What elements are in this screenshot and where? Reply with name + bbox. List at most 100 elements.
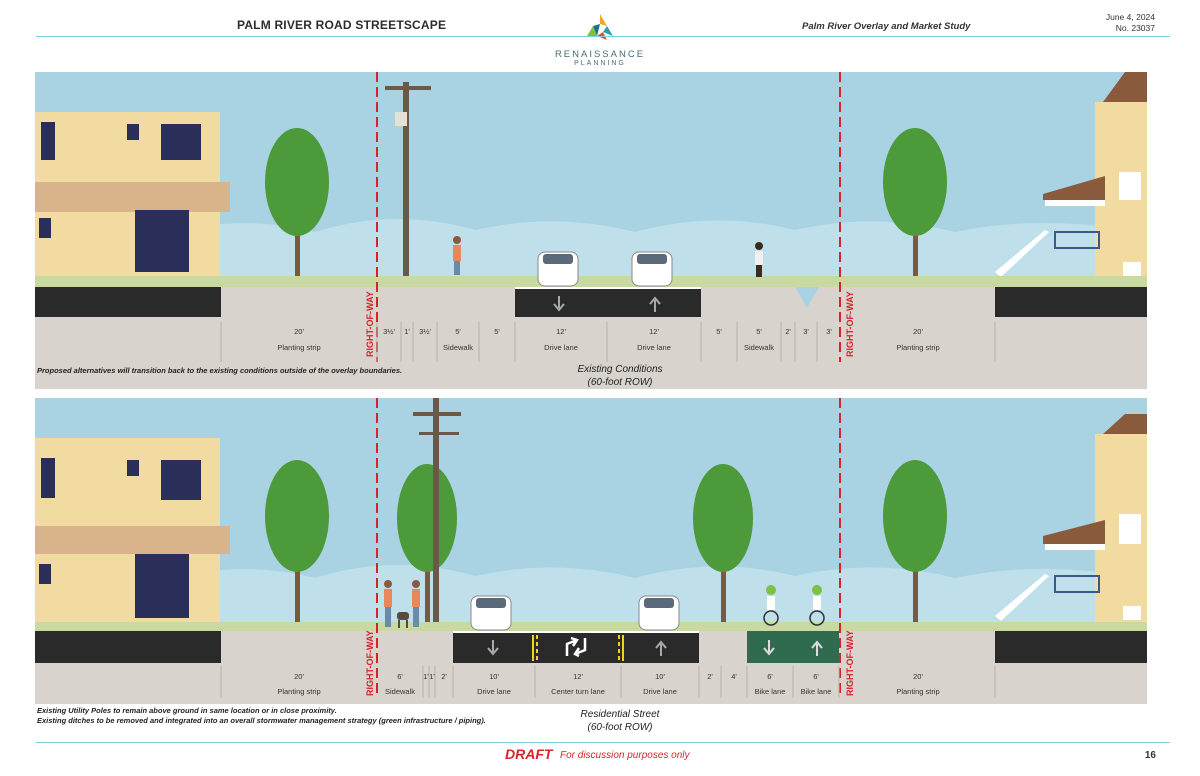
lane-label: Drive lane [477, 687, 511, 696]
dim-label: 12' [649, 327, 659, 336]
dim-label: 3' [803, 327, 809, 336]
proposed-notes: Existing Utility Poles to remain above g… [37, 706, 486, 726]
row-label-right: RIGHT-OF-WAY [845, 291, 855, 357]
residential-cross-section-diagram: RIGHT-OF-WAY RIGHT-OF-WAY 20' 6' 1' 1' 2… [35, 398, 1147, 704]
proposed-caption-row: (60-foot ROW) [587, 722, 653, 733]
tree-icon [265, 460, 329, 631]
row-label-right: RIGHT-OF-WAY [845, 630, 855, 696]
tree-icon [693, 464, 753, 631]
lane-label: Planting strip [896, 343, 939, 352]
dim-label: 3' [826, 327, 832, 336]
page-number: 16 [1144, 750, 1156, 761]
down-arrow-icon [487, 640, 499, 656]
pedestrian-icon [384, 580, 392, 627]
draft-note: For discussion purposes only [560, 750, 690, 761]
project-number: No. 23037 [1115, 23, 1155, 33]
proposed-note-2: Existing ditches to be removed and integ… [37, 716, 486, 725]
car-icon [631, 251, 673, 287]
draft-label: DRAFT [505, 746, 553, 762]
proposed-note-1: Existing Utility Poles to remain above g… [37, 706, 337, 715]
dim-label: 12' [556, 327, 566, 336]
dim-label: 20' [294, 327, 304, 336]
dim-label: 6' [767, 672, 773, 681]
dim-label: 4' [731, 672, 737, 681]
dim-label: 20' [294, 672, 304, 681]
header-date-block: June 4, 2024 No. 23037 [1106, 12, 1155, 34]
header-divider [36, 36, 1170, 37]
proposed-roadway [453, 633, 699, 663]
tree-icon [397, 464, 457, 631]
turn-arrows-icon [565, 636, 587, 658]
lane-label: Planting strip [277, 687, 320, 696]
proposed-caption: Residential Street (60-foot ROW) [535, 708, 705, 734]
cyclist-icon [763, 585, 779, 626]
tree-left-icon [265, 128, 329, 287]
dim-label: 1' [404, 327, 410, 336]
existing-conditions-section: RIGHT-OF-WAY RIGHT-OF-WAY 20' 3½' 1' 3½'… [35, 72, 1147, 389]
pedestrian-icon [755, 242, 763, 277]
dim-label: 20' [913, 672, 923, 681]
existing-caption-title: Existing Conditions [577, 364, 663, 375]
lane-label: Drive lane [544, 343, 578, 352]
utility-pole-icon [413, 398, 461, 631]
dim-label: 2' [707, 672, 713, 681]
dim-label: 5' [494, 327, 500, 336]
logo-mark-icon [587, 14, 613, 40]
existing-note: Proposed alternatives will transition ba… [37, 366, 403, 375]
lane-label: Planting strip [277, 343, 320, 352]
lane-label: Sidewalk [385, 687, 415, 696]
dim-label: 20' [913, 327, 923, 336]
proposed-caption-title: Residential Street [580, 709, 660, 720]
lane-label: Bike lane [755, 687, 786, 696]
down-arrow-icon [763, 640, 775, 656]
footer-divider [36, 742, 1170, 743]
header-date: June 4, 2024 [1105, 12, 1155, 22]
study-title: Palm River Overlay and Market Study [802, 21, 971, 32]
row-label-left: RIGHT-OF-WAY [365, 630, 375, 696]
dim-label: 1' [429, 672, 435, 681]
lane-label: Drive lane [643, 687, 677, 696]
dim-label: 2' [441, 672, 447, 681]
lane-label: Center turn lane [551, 687, 605, 696]
lane-label: Drive lane [637, 343, 671, 352]
lane-label: Bike lane [801, 687, 832, 696]
car-icon [638, 595, 680, 631]
lane-label: Planting strip [896, 687, 939, 696]
dim-label: 6' [397, 672, 403, 681]
lane-label: Sidewalk [443, 343, 473, 352]
logo-name: RENAISSANCE [554, 49, 646, 60]
dim-label: 10' [655, 672, 665, 681]
car-icon [537, 251, 579, 287]
up-arrow-icon [811, 640, 823, 656]
down-arrow-icon [553, 296, 565, 312]
existing-caption-row: (60-foot ROW) [587, 377, 653, 388]
bike-lanes [747, 631, 839, 663]
tree-icon [883, 460, 947, 631]
dim-label: 5' [455, 327, 461, 336]
utility-pole-icon [385, 82, 431, 287]
dim-label: 3½' [383, 327, 395, 336]
existing-cross-section-diagram: RIGHT-OF-WAY RIGHT-OF-WAY 20' 3½' 1' 3½'… [35, 72, 1147, 389]
dim-label: 5' [716, 327, 722, 336]
residential-street-section: RIGHT-OF-WAY RIGHT-OF-WAY 20' 6' 1' 1' 2… [35, 398, 1147, 704]
dim-label: 3½' [419, 327, 431, 336]
pedestrian-icon [453, 236, 461, 275]
row-label-left: RIGHT-OF-WAY [365, 291, 375, 357]
renaissance-logo: RENAISSANCE PLANNING [552, 12, 648, 68]
lane-label: Sidewalk [744, 343, 774, 352]
dim-label: 6' [813, 672, 819, 681]
up-arrow-icon [649, 296, 661, 312]
dog-icon [397, 612, 409, 628]
logo-sub: PLANNING [574, 60, 626, 67]
dim-label: 1' [423, 672, 429, 681]
existing-caption: Existing Conditions (60-foot ROW) [540, 363, 700, 389]
dim-label: 10' [489, 672, 499, 681]
dim-label: 5' [756, 327, 762, 336]
cyclist-icon [809, 585, 825, 626]
pedestrian-icon [412, 580, 420, 627]
up-arrow-icon [655, 640, 667, 656]
dim-label: 12' [573, 672, 583, 681]
dim-label: 2' [785, 327, 791, 336]
tree-right-icon [883, 128, 947, 287]
car-icon [470, 595, 512, 631]
